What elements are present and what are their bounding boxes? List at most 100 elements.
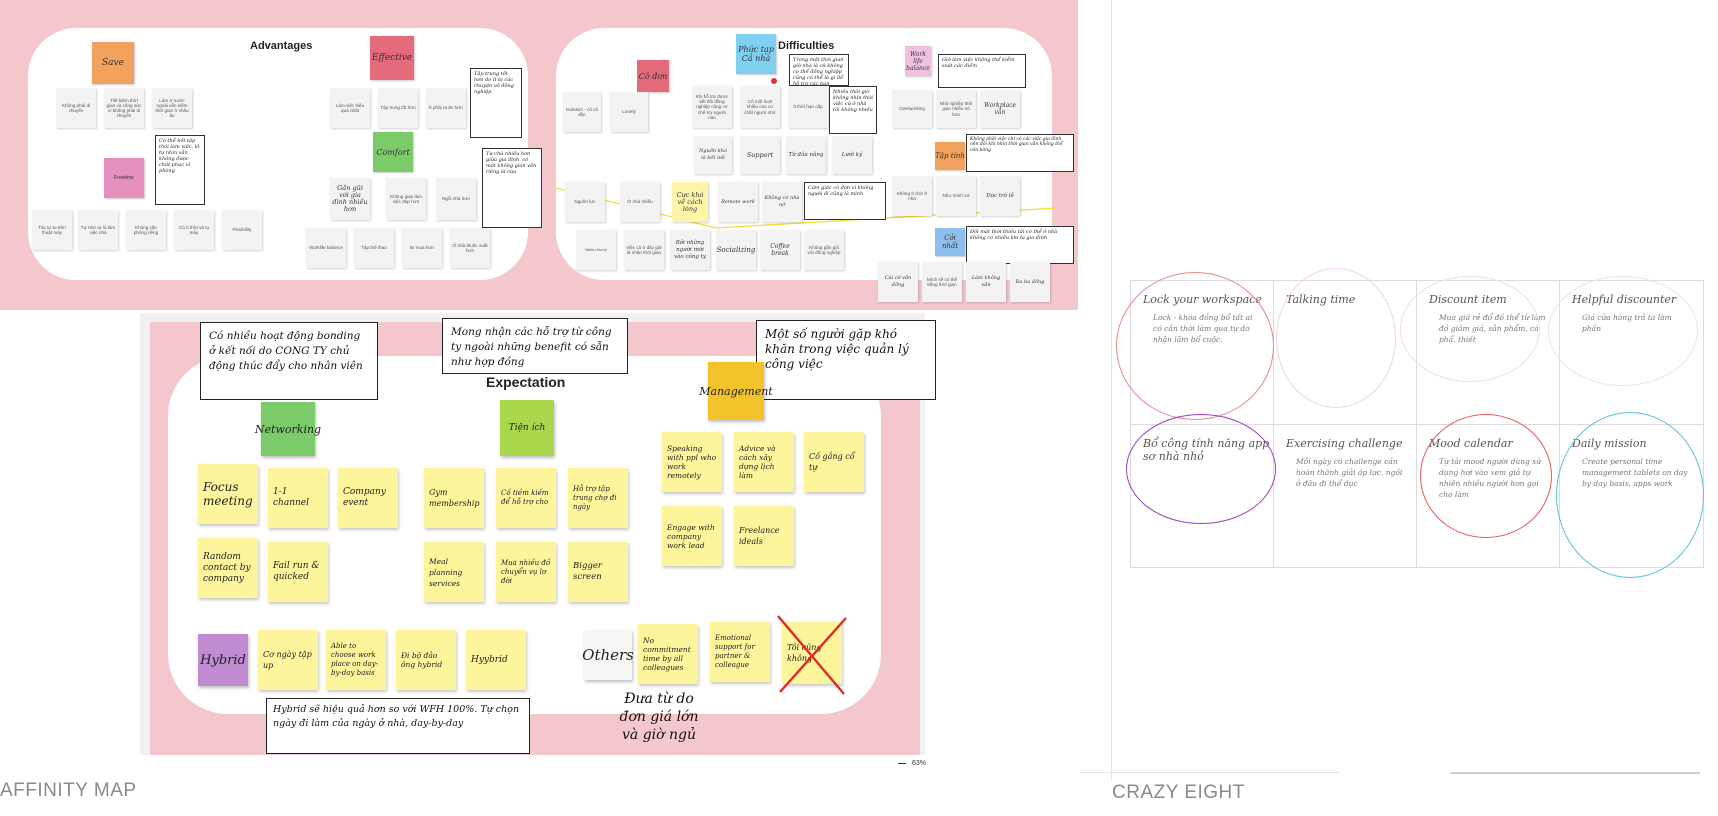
sticky-note[interactable]: Khi hỗ trợ được kết đối đồng nghiệp cũng… (692, 86, 732, 128)
sticky-note[interactable]: Tập trung tốt hơn (378, 88, 418, 128)
sticky-note[interactable]: Ở nhà nhiều (620, 182, 660, 222)
sticky-note[interactable]: Không có nhà nở (762, 182, 802, 222)
sticky-note[interactable]: Coffee break (760, 230, 800, 270)
sticky-note[interactable]: Socializing (716, 230, 756, 270)
category-codon-note[interactable]: Cô đơn (637, 60, 669, 92)
sticky-note[interactable]: Company event (338, 468, 398, 528)
comment-box[interactable]: Tập trung tốt hơn do ít bị các chuyện vô… (470, 68, 522, 138)
sticky-note[interactable]: Advice và cách xây dựng lịch làm (734, 432, 794, 492)
sticky-note[interactable]: 1-1 channel (268, 468, 328, 528)
sticky-note[interactable]: Isolation - cô cô độc (563, 92, 601, 132)
sticky-note[interactable]: Từ đâu năng (786, 136, 826, 174)
category-save-note[interactable]: Save (92, 42, 134, 84)
sticky-note[interactable]: Như mình xứ (936, 176, 976, 216)
comment-box[interactable]: Cảm giác cô đơn vì không người đi cũng l… (804, 182, 886, 220)
sticky-note[interactable]: Cố tiềm kiếm để hỗ trợ cho (496, 468, 556, 528)
comment-box[interactable]: Nhiều thời giờ không nhìn thời việc cứ ở… (829, 86, 877, 134)
sticky-note[interactable]: Ít phải ra ăn hơn (426, 88, 466, 128)
category-hybrid-note[interactable]: Hybrid (198, 634, 248, 686)
sticky-note[interactable]: Đi mua hơn (402, 228, 442, 268)
sticky-note[interactable]: Able to choose work place on day-by-day … (326, 630, 386, 690)
sticky-note[interactable]: Đi bộ đảo ông hybrid (396, 630, 456, 690)
category-phuctap-note[interactable]: Phức tạp Cả nhà (736, 34, 776, 74)
category-freetime-note[interactable]: Freetime (104, 158, 144, 198)
sticky-note[interactable]: Bigger screen (568, 542, 628, 602)
sticky-note[interactable]: Lưới ký (832, 136, 872, 174)
sticky-note[interactable]: Đọc trò lẻ (980, 176, 1020, 216)
category-networking-note[interactable]: Networking (255, 402, 321, 456)
sticky-note[interactable]: Overworking (892, 90, 932, 128)
sticky-note[interactable]: Ở nhà thuốc xuất hơn (450, 228, 490, 268)
sticky-note[interactable]: Cực khó về cách lòng (672, 182, 708, 222)
comment-box[interactable]: Giờ làm việc không thể kiểm soát các điể… (938, 54, 1026, 88)
category-worklife-note[interactable]: Work life balance (905, 46, 931, 76)
sticky-note[interactable]: Việc cá ở đây giờ là nhân thời gian (624, 230, 664, 270)
zoom-out-icon[interactable] (898, 762, 906, 764)
comment-box[interactable]: Mong nhận các hỗ trợ từ công ty ngoài nh… (442, 318, 628, 374)
sticky-note[interactable]: Nhà nghiệp thời gian nhiều nó hơn (936, 90, 976, 128)
zoom-indicator[interactable]: 63% (888, 760, 938, 774)
category-tapcach-note[interactable]: Tập tính (935, 142, 965, 170)
sticky-note[interactable]: Ra ba đồng (1010, 262, 1050, 302)
sticky-note[interactable]: Làm ở nước ngoài vẫn kiếm thời gian ở ch… (152, 88, 192, 128)
sticky-note[interactable]: Cái cờ vẫn đông (878, 262, 918, 302)
sticky-note[interactable]: Nguồn khó là kết nối (694, 136, 732, 174)
sticky-note[interactable]: Tiết kiệm thời gian và công sức vì không… (104, 88, 144, 128)
sticky-note[interactable]: Engage with company work lead (662, 506, 722, 566)
sticky-note[interactable]: Tập thể thao (354, 228, 394, 268)
sticky-note[interactable]: Gần gũi với gia đình nhiều hơn (330, 178, 370, 220)
comment-box[interactable]: Trong một thời gian giờ nhà là cứ không … (789, 54, 849, 86)
sticky-note[interactable]: Hỗ trợ tập trung chợ đi ngày (568, 468, 628, 528)
category-comfort-note[interactable]: Comfort (373, 132, 413, 172)
sticky-note[interactable]: Không gần gũi với đồng nghiệp (804, 230, 844, 270)
sticky-note[interactable]: Support (740, 136, 780, 174)
sticky-note[interactable]: Remote work (718, 182, 758, 222)
sticky-note[interactable]: Làm không vẫn (966, 262, 1006, 302)
sticky-note[interactable]: Cơ ngày tập up (258, 630, 318, 690)
sticky-note[interactable]: Fail run & quicked (268, 542, 328, 602)
sticky-note[interactable]: Worklife balance (306, 228, 346, 268)
sticky-note[interactable]: Hyybrid (466, 630, 526, 690)
sticky-note[interactable]: Mua nhiều đồ chuyển vụ lơ đời (496, 542, 556, 602)
sticky-note[interactable]: Nguồn lực (565, 182, 605, 222)
category-effective-note[interactable]: Effective (370, 36, 414, 80)
sticky-note[interactable]: Không gian làm việc đẹp hơn (386, 178, 426, 220)
comment-box[interactable]: Một số người gặp khó khăn trong việc quả… (756, 320, 936, 400)
comment-box[interactable]: Có thể kết tập thói làm việc, lỡ tự nhìn… (155, 135, 205, 205)
category-coinhat-note[interactable]: Cởi nhất (935, 228, 965, 256)
sticky-note[interactable]: Không cần phòng riêng (126, 210, 166, 250)
sticky-note[interactable]: Tự nhớ tự là làm việc nhà (78, 210, 118, 250)
sticky-note[interactable]: No commitment time by all colleagues (638, 624, 698, 684)
sticky-note[interactable]: Ngồi nhà hơn (436, 178, 476, 220)
sticky-note[interactable]: Bởi những người mới vào công ty (670, 230, 710, 270)
sticky-note[interactable]: Mình sẽ có thể bằng thời gian (922, 262, 962, 302)
category-tienich-note[interactable]: Tiện ích (500, 400, 554, 456)
crazy-eight-cell[interactable]: Exercising challenge Mỗi ngày có challen… (1274, 425, 1417, 568)
comment-box[interactable]: Có nhiều hoạt động bonding ở kết nối do … (200, 322, 378, 400)
sticky-note[interactable]: Làm việc hiệu quả nhất (330, 88, 370, 128)
sticky-note[interactable]: Focus meeting (198, 464, 258, 524)
sticky-note[interactable]: Workplace vẫn (980, 90, 1020, 128)
category-others-note[interactable]: Others (582, 630, 634, 680)
comment-box[interactable]: Đối mặt thời thiếu tải có thể ở nhà khôn… (966, 226, 1074, 264)
sticky-note[interactable]: Có ít thời và tụ máy (174, 210, 214, 250)
sticky-note[interactable]: Ít thời hạn cấp (788, 86, 828, 128)
sticky-note[interactable]: Freelance ideals (734, 506, 794, 566)
sticky-note[interactable]: Tác tự tu trên thuật máy (32, 210, 72, 250)
comment-box[interactable]: Không phải việc chỉ có các việc gia đình… (966, 134, 1074, 172)
sticky-note[interactable]: Gym membership (424, 468, 484, 528)
sticky-note[interactable]: Không phải di chuyển (56, 88, 96, 128)
sticky-note[interactable]: Random contact by company (198, 538, 258, 598)
comment-box[interactable]: Tự chủ nhiều hơn giữa gia đình, có một k… (482, 148, 542, 228)
category-management-note[interactable]: Management (699, 362, 773, 420)
sticky-note[interactable]: Emotional support for partner & colleagu… (710, 622, 770, 682)
comment-box[interactable]: Hybrid sẽ hiệu quả hơn so với WFH 100%. … (266, 698, 530, 754)
sticky-note[interactable]: Cố gắng cổ tự (804, 432, 864, 492)
sticky-note[interactable]: Nhiều lửa tụ (576, 230, 616, 270)
sticky-note[interactable]: Lonely (610, 92, 648, 132)
sticky-note[interactable]: Flexibility (222, 210, 262, 250)
sticky-note[interactable]: Không ít chờ ở nhà (892, 176, 932, 216)
sticky-note[interactable]: Speaking with ppl who work remotely (662, 432, 722, 492)
sticky-note[interactable]: Cổ một lượt nhiều của cơ chất người nhờ (740, 86, 780, 128)
sticky-note[interactable]: Meal planning services (424, 542, 484, 602)
